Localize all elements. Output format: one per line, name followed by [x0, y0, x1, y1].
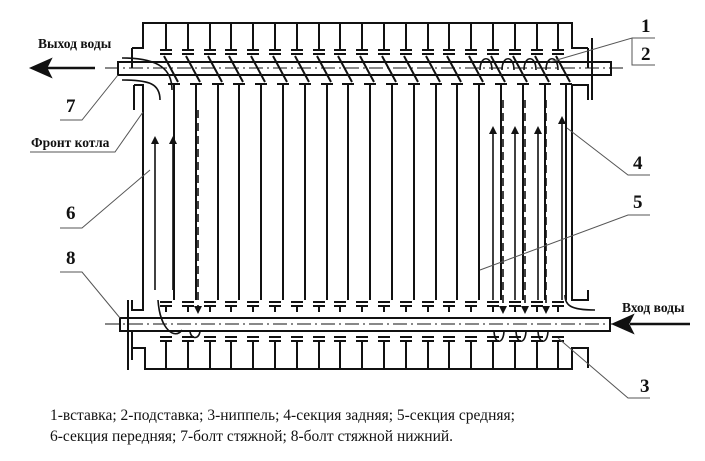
- callout-6: 6: [66, 203, 76, 224]
- caption-line-1: 1-вставка; 2-подставка; 3-ниппель; 4-сек…: [50, 407, 515, 424]
- bottom-tie-bolt: [105, 317, 612, 332]
- caption-line-2: 6-секция передняя; 7-болт стяжной; 8-бол…: [50, 428, 454, 445]
- callout-3: 3: [640, 376, 650, 397]
- top-tie-bolt: [105, 61, 625, 76]
- water-inlet-label: Вход воды: [622, 300, 685, 315]
- water-outlet-label: Выход воды: [38, 36, 112, 51]
- boiler-front-label: Фронт котла: [31, 135, 110, 150]
- flow-arrows: [121, 57, 596, 343]
- callout-1: 1: [641, 16, 651, 37]
- boiler-sections: [160, 23, 572, 369]
- callout-8: 8: [66, 248, 76, 269]
- top-nipples: [163, 55, 571, 83]
- water-outlet-arrow: [28, 57, 95, 79]
- figure-caption: 1-вставка; 2-подставка; 3-ниппель; 4-сек…: [50, 405, 515, 447]
- callout-2: 2: [641, 44, 651, 65]
- callout-7: 7: [66, 96, 76, 117]
- water-inlet-arrow: [610, 313, 690, 335]
- boiler-frame: [127, 22, 593, 370]
- callout-4: 4: [633, 153, 643, 174]
- callout-5: 5: [633, 192, 643, 213]
- callout-leaders: [30, 37, 655, 399]
